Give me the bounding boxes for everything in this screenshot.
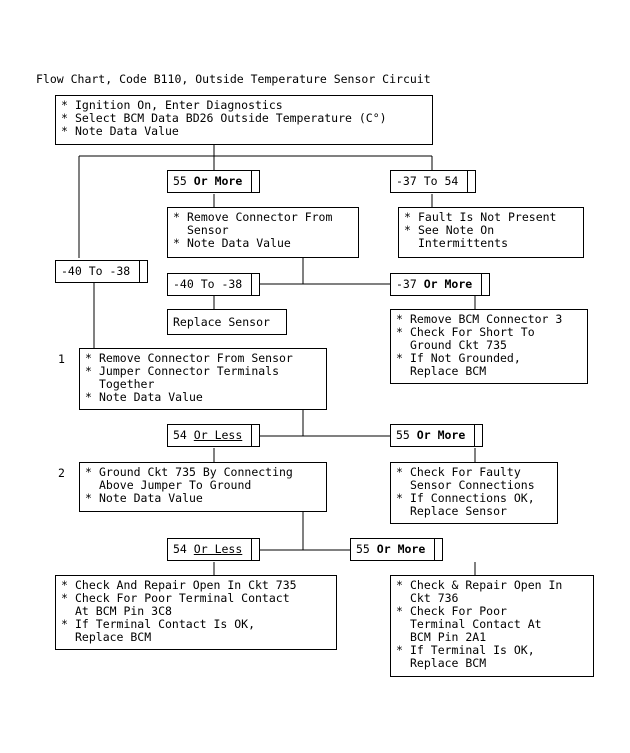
start-line-3: Note Data Value	[75, 124, 179, 138]
page-title: Flow Chart, Code B110, Outside Temperatu…	[36, 72, 431, 86]
branch-tab	[482, 273, 490, 296]
remove-connector-box: *Remove Connector From Sensor *Note Data…	[167, 207, 359, 258]
branch-55-or-more-2: 55 Or More	[350, 538, 443, 561]
step-number-1: 1	[58, 352, 65, 366]
branch-tab	[475, 424, 483, 447]
branch-tab	[252, 273, 260, 296]
step-number-2: 2	[58, 466, 65, 480]
branch-emph: Or More	[193, 174, 243, 188]
branch-tab	[435, 538, 443, 561]
branch-40-to-38-left: -40 To -38	[55, 260, 148, 283]
branch-37-or-more: -37 Or More	[390, 273, 490, 296]
branch-tab	[468, 170, 476, 193]
fault-not-present-box: *Fault Is Not Present *See Note On Inter…	[398, 207, 584, 258]
start-line-1: Ignition On, Enter Diagnostics	[75, 98, 283, 112]
branch-40-to-38-mid: -40 To -38	[167, 273, 260, 296]
branch-55-or-more: 55 Or More	[167, 170, 260, 193]
faulty-connections-box: *Check For Faulty Sensor Connections *If…	[390, 462, 558, 524]
remove-bcm-connector-box: *Remove BCM Connector 3 *Check For Short…	[390, 309, 588, 384]
step-2-box: *Ground Ckt 735 By Connecting Above Jump…	[79, 462, 327, 512]
branch-tab	[252, 424, 260, 447]
branch-55-or-more-1: 55 Or More	[390, 424, 483, 447]
branch-37-to-54: -37 To 54	[390, 170, 476, 193]
replace-sensor-box: Replace Sensor	[167, 309, 287, 335]
branch-tab	[252, 170, 260, 193]
start-box: *Ignition On, Enter Diagnostics *Select …	[55, 95, 433, 145]
branch-54-or-less-2: 54 Or Less	[167, 538, 260, 561]
branch-tab	[140, 260, 148, 283]
branch-tab	[252, 538, 260, 561]
repair-ckt-735-box: *Check And Repair Open In Ckt 735 *Check…	[55, 575, 337, 650]
step-1-box: *Remove Connector From Sensor *Jumper Co…	[79, 348, 327, 410]
repair-ckt-736-box: *Check & Repair Open In Ckt 736 *Check F…	[390, 575, 594, 677]
start-line-2: Select BCM Data BD26 Outside Temperature…	[75, 111, 387, 125]
branch-54-or-less-1: 54 Or Less	[167, 424, 260, 447]
